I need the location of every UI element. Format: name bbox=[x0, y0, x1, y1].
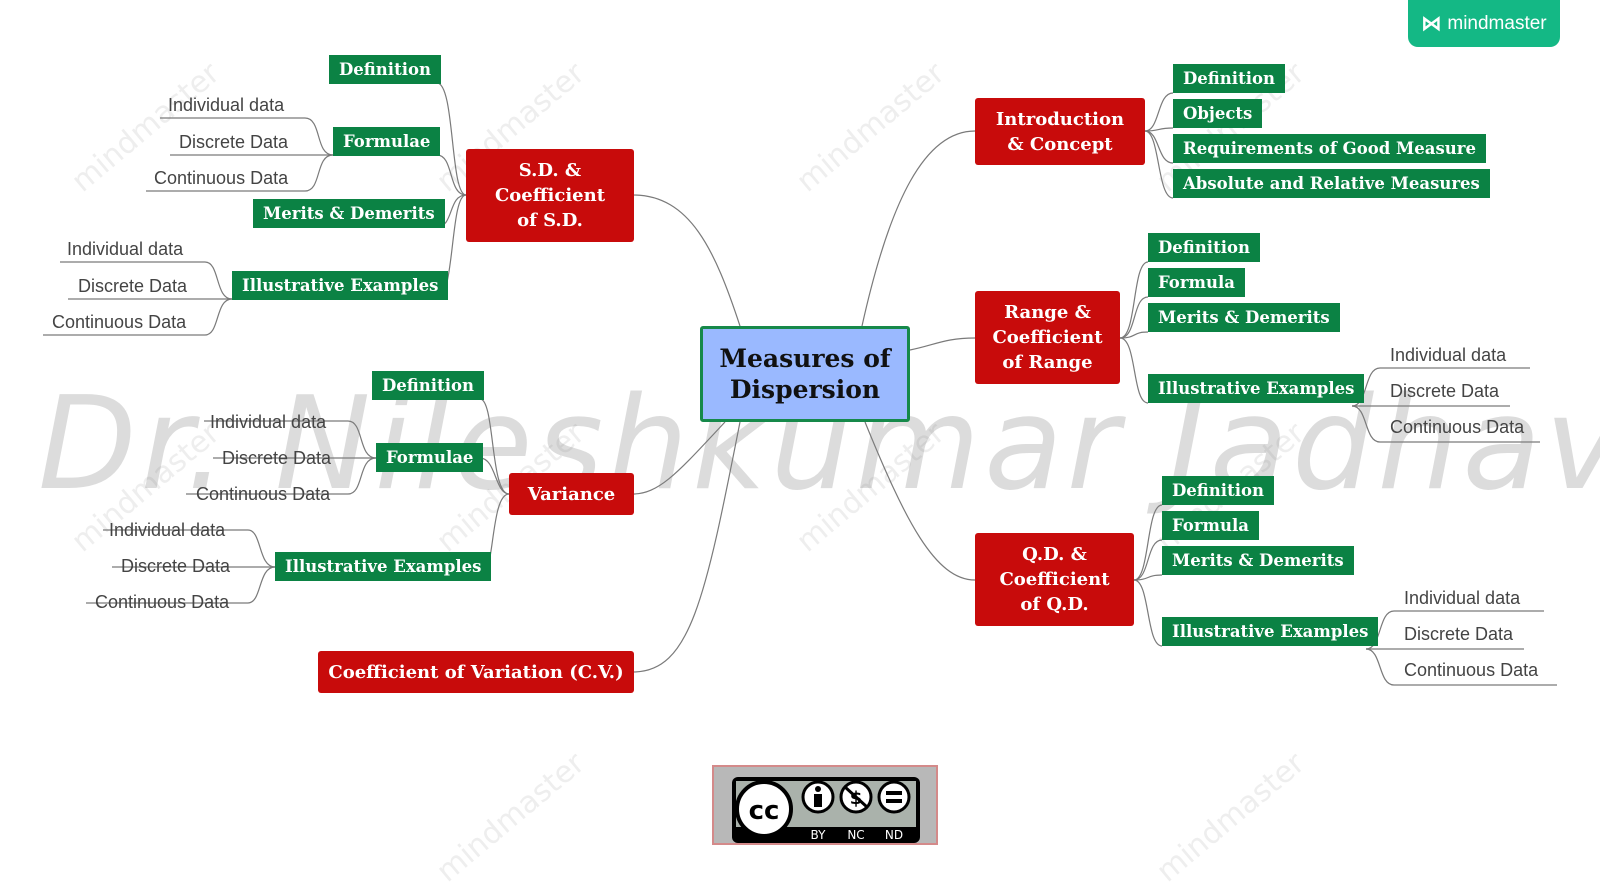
cc-license-badge[interactable]: cc $ BY NC ND bbox=[712, 765, 938, 845]
cc-license-graphic: cc $ BY NC ND bbox=[732, 777, 920, 843]
sd-formulae-leaf[interactable]: Discrete Data bbox=[179, 132, 289, 152]
variance-formulae-leaf[interactable]: Individual data bbox=[210, 412, 327, 432]
intro-requirements[interactable]: Requirements of Good Measure bbox=[1173, 134, 1486, 163]
central-topic[interactable]: Measures of Dispersion bbox=[700, 326, 910, 422]
svg-text:cc: cc bbox=[749, 796, 780, 826]
range-examples-leaf[interactable]: Discrete Data bbox=[1390, 381, 1500, 401]
by-icon bbox=[801, 780, 835, 814]
intro-definition[interactable]: Definition bbox=[1173, 64, 1285, 93]
sd-formulae-leaf[interactable]: Individual data bbox=[168, 95, 285, 115]
topic-variance[interactable]: Variance bbox=[509, 473, 634, 515]
cc-icon: cc bbox=[735, 780, 793, 838]
range-merits[interactable]: Merits & Demerits bbox=[1148, 303, 1340, 332]
cc-label-nc: NC bbox=[847, 828, 864, 842]
qd-examples[interactable]: Illustrative Examples bbox=[1162, 617, 1379, 646]
qd-examples-leaf[interactable]: Continuous Data bbox=[1404, 660, 1539, 680]
sd-definition[interactable]: Definition bbox=[329, 55, 441, 84]
cc-label-by: BY bbox=[811, 828, 827, 842]
mindmaster-brand-badge[interactable]: ⋈ mindmaster bbox=[1408, 0, 1560, 47]
topic-qd[interactable]: Q.D. & Coefficient of Q.D. bbox=[975, 533, 1134, 626]
topic-sd[interactable]: S.D. & Coefficient of S.D. bbox=[466, 149, 634, 242]
topic-cv[interactable]: Coefficient of Variation (C.V.) bbox=[318, 651, 634, 693]
intro-absolute-relative[interactable]: Absolute and Relative Measures bbox=[1173, 169, 1490, 198]
connector-lines bbox=[43, 82, 1557, 686]
sd-examples[interactable]: Illustrative Examples bbox=[232, 271, 449, 300]
sd-examples-leaf[interactable]: Continuous Data bbox=[52, 312, 187, 332]
nd-icon bbox=[877, 780, 911, 814]
range-formula[interactable]: Formula bbox=[1148, 268, 1245, 297]
qd-definition[interactable]: Definition bbox=[1162, 476, 1274, 505]
mindmaster-logo-icon: ⋈ bbox=[1421, 13, 1442, 35]
sd-examples-leaf[interactable]: Individual data bbox=[67, 239, 184, 259]
topic-range[interactable]: Range & Coefficient of Range bbox=[975, 291, 1120, 384]
variance-formulae-leaf[interactable]: Continuous Data bbox=[196, 484, 331, 504]
intro-objects[interactable]: Objects bbox=[1173, 99, 1263, 128]
range-examples-leaf[interactable]: Continuous Data bbox=[1390, 417, 1525, 437]
variance-formulae[interactable]: Formulae bbox=[376, 443, 484, 472]
qd-formula[interactable]: Formula bbox=[1162, 511, 1259, 540]
variance-examples-leaf[interactable]: Continuous Data bbox=[95, 592, 230, 612]
variance-examples[interactable]: Illustrative Examples bbox=[275, 552, 492, 581]
sd-merits[interactable]: Merits & Demerits bbox=[253, 199, 445, 228]
qd-merits[interactable]: Merits & Demerits bbox=[1162, 546, 1354, 575]
sd-formulae[interactable]: Formulae bbox=[333, 127, 441, 156]
sd-examples-leaf[interactable]: Discrete Data bbox=[78, 276, 188, 296]
qd-examples-leaf[interactable]: Discrete Data bbox=[1404, 624, 1514, 644]
variance-definition[interactable]: Definition bbox=[372, 371, 484, 400]
topic-introduction[interactable]: Introduction & Concept bbox=[975, 98, 1145, 165]
variance-formulae-leaf[interactable]: Discrete Data bbox=[222, 448, 332, 468]
variance-examples-leaf[interactable]: Individual data bbox=[109, 520, 226, 540]
nc-icon: $ bbox=[839, 780, 873, 814]
range-examples[interactable]: Illustrative Examples bbox=[1148, 374, 1365, 403]
range-examples-leaf[interactable]: Individual data bbox=[1390, 345, 1507, 365]
range-definition[interactable]: Definition bbox=[1148, 233, 1260, 262]
cc-label-nd: ND bbox=[885, 828, 903, 842]
sd-formulae-leaf[interactable]: Continuous Data bbox=[154, 168, 289, 188]
qd-examples-leaf[interactable]: Individual data bbox=[1404, 588, 1521, 608]
brand-name: mindmaster bbox=[1447, 12, 1547, 34]
variance-examples-leaf[interactable]: Discrete Data bbox=[121, 556, 231, 576]
